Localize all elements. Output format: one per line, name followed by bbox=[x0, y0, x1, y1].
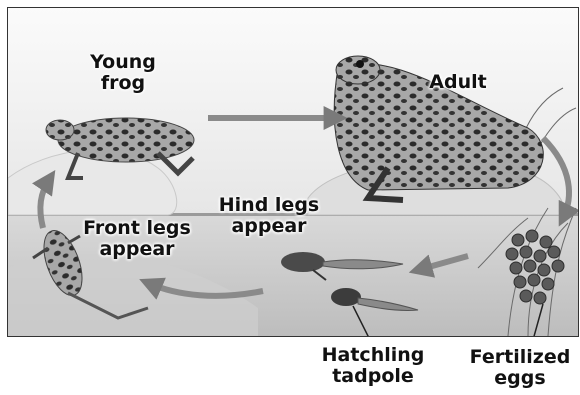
egg-mass-image bbox=[506, 230, 564, 304]
label-fertilized-eggs: Fertilized eggs bbox=[465, 347, 575, 389]
label-adult: Adult bbox=[413, 72, 503, 93]
tadpole-hind-legs-image bbox=[281, 252, 403, 280]
label-hind-legs-appear: Hind legs appear bbox=[211, 195, 327, 237]
label-front-legs-appear: Front legs appear bbox=[72, 218, 202, 260]
leader-hatchling bbox=[353, 306, 370, 336]
arrow-eggs-to-tadpole bbox=[418, 256, 468, 270]
label-young-frog: Young frog bbox=[78, 52, 168, 94]
hatchling-tadpole-image bbox=[331, 288, 418, 311]
frog-life-cycle-figure: Young frog Adult Hind legs appear Front … bbox=[7, 7, 579, 337]
leader-eggs bbox=[533, 304, 543, 336]
label-hatchling-tadpole: Hatchling tadpole bbox=[319, 345, 427, 387]
